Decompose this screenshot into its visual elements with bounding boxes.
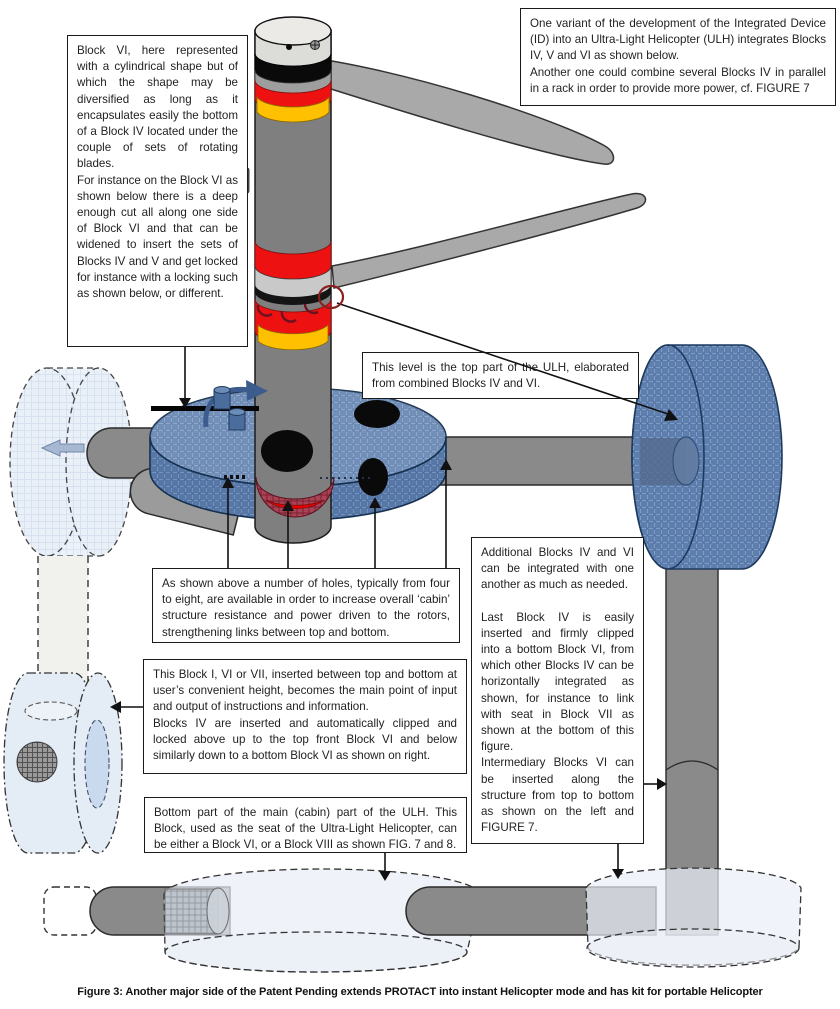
note-paragraph: As shown above a number of holes, typica… <box>162 577 450 639</box>
note-block-i: This Block I, VI or VII, inserted betwee… <box>143 659 467 774</box>
mast <box>241 16 332 544</box>
note-level: This level is the top part of the ULH, e… <box>362 352 639 399</box>
note-paragraph: One variant of the development of the In… <box>530 17 826 63</box>
note-holes: As shown above a number of holes, typica… <box>152 568 460 643</box>
ghost-seat-cylinder-left <box>163 868 481 973</box>
rotor-blade-upper <box>295 55 615 165</box>
rotation-arrow-icon <box>203 380 268 431</box>
note-block-vi: Block VI, here represented with a cylind… <box>67 35 248 347</box>
locking-hooks <box>256 303 319 323</box>
upper-band-set <box>254 52 332 123</box>
note-variant: One variant of the development of the In… <box>520 8 836 106</box>
right-block-vi-disc <box>631 344 783 570</box>
rotor-blade-lower <box>331 192 647 289</box>
note-paragraph: Intermediary Blocks VI can be inserted a… <box>481 756 634 835</box>
note-paragraph: For instance on the Block VI as shown be… <box>77 173 238 301</box>
note-paragraph: This Block I, VI or VII, inserted betwee… <box>153 668 457 714</box>
note-paragraph: Block VI, here represented with a cylind… <box>77 44 238 171</box>
hub-cut-line <box>151 406 259 411</box>
ghost-seat-cylinder-right <box>585 867 802 968</box>
ghost-block-cylinder <box>3 672 123 854</box>
note-paragraph: This level is the top part of the ULH, e… <box>372 361 629 391</box>
ghost-arm-stub <box>43 886 97 936</box>
note-paragraph: Bottom part of the main (cabin) part of … <box>154 806 457 852</box>
middle-band-set <box>254 240 332 351</box>
note-paragraph: Blocks IV are inserted and automatically… <box>153 716 457 763</box>
cap-screw-icon <box>310 40 320 50</box>
figure-caption: Figure 3: Another major side of the Pate… <box>77 986 763 998</box>
note-bottom: Bottom part of the main (cabin) part of … <box>144 797 467 853</box>
note-paragraph: Another one could combine several Blocks… <box>530 65 826 95</box>
cap-dot <box>286 44 292 50</box>
note-paragraph: Additional Blocks IV and VI can be integ… <box>481 546 634 592</box>
note-paragraph: Last Block IV is easily inserted and fir… <box>481 610 634 754</box>
note-additional: Additional Blocks IV and VI can be integ… <box>471 537 644 844</box>
